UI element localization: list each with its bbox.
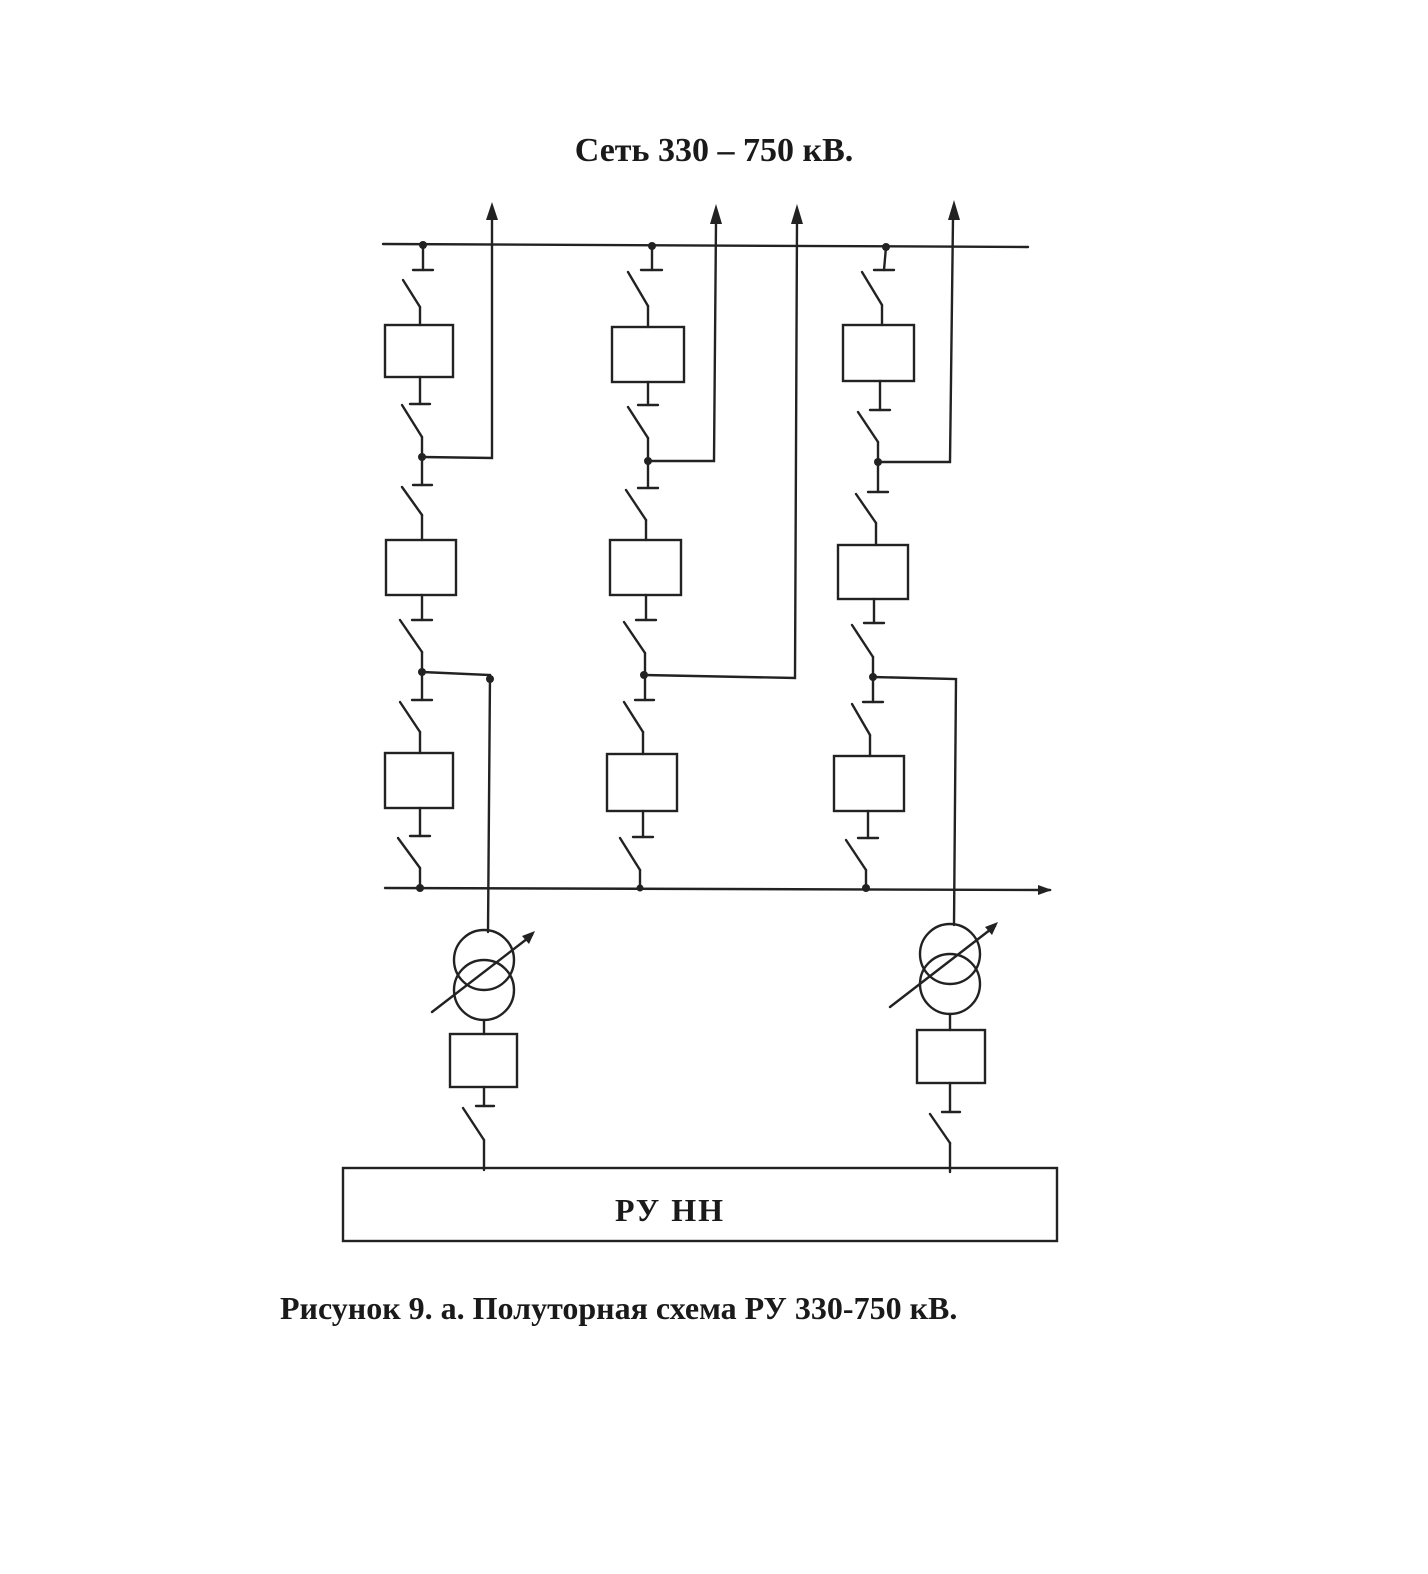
line-feeder-1 — [420, 216, 494, 460]
lower-busbar — [383, 886, 1052, 892]
breaker-1-3 — [383, 751, 455, 810]
transformer-2-breaker — [915, 1028, 987, 1085]
network-title: Сеть 330 – 750 кВ. — [574, 132, 854, 169]
figure-caption: Рисунок 9. а. Полуторная схема РУ 330-75… — [280, 1290, 958, 1326]
line-feeder-3 — [642, 220, 799, 680]
breaker-2-3 — [605, 752, 679, 813]
breaker-2-2 — [608, 538, 683, 597]
line-feeder-2 — [646, 220, 718, 463]
transformer-1 — [430, 928, 535, 1172]
transformer-2-link — [871, 675, 958, 927]
breaker-1-2 — [384, 538, 458, 597]
breaker-3-2 — [836, 543, 910, 601]
transformer-1-link — [420, 670, 492, 934]
transformer-1-breaker — [448, 1032, 519, 1089]
breaker-2-1 — [610, 325, 686, 384]
bay-column-2 — [605, 242, 686, 892]
ru-nn-label: РУ НН — [614, 1192, 725, 1228]
bay-column-3 — [832, 243, 916, 892]
lower-busbar-arrow — [1038, 885, 1052, 895]
line-feeder-4 — [876, 216, 955, 464]
transformer-2 — [888, 922, 998, 1174]
upper-busbar — [381, 242, 1030, 249]
breaker-3-3 — [832, 754, 906, 813]
breaker-1-1 — [383, 323, 455, 379]
breaker-3-1 — [841, 323, 916, 383]
bay-column-1 — [383, 241, 458, 892]
ru-nn-box — [341, 1166, 1059, 1243]
